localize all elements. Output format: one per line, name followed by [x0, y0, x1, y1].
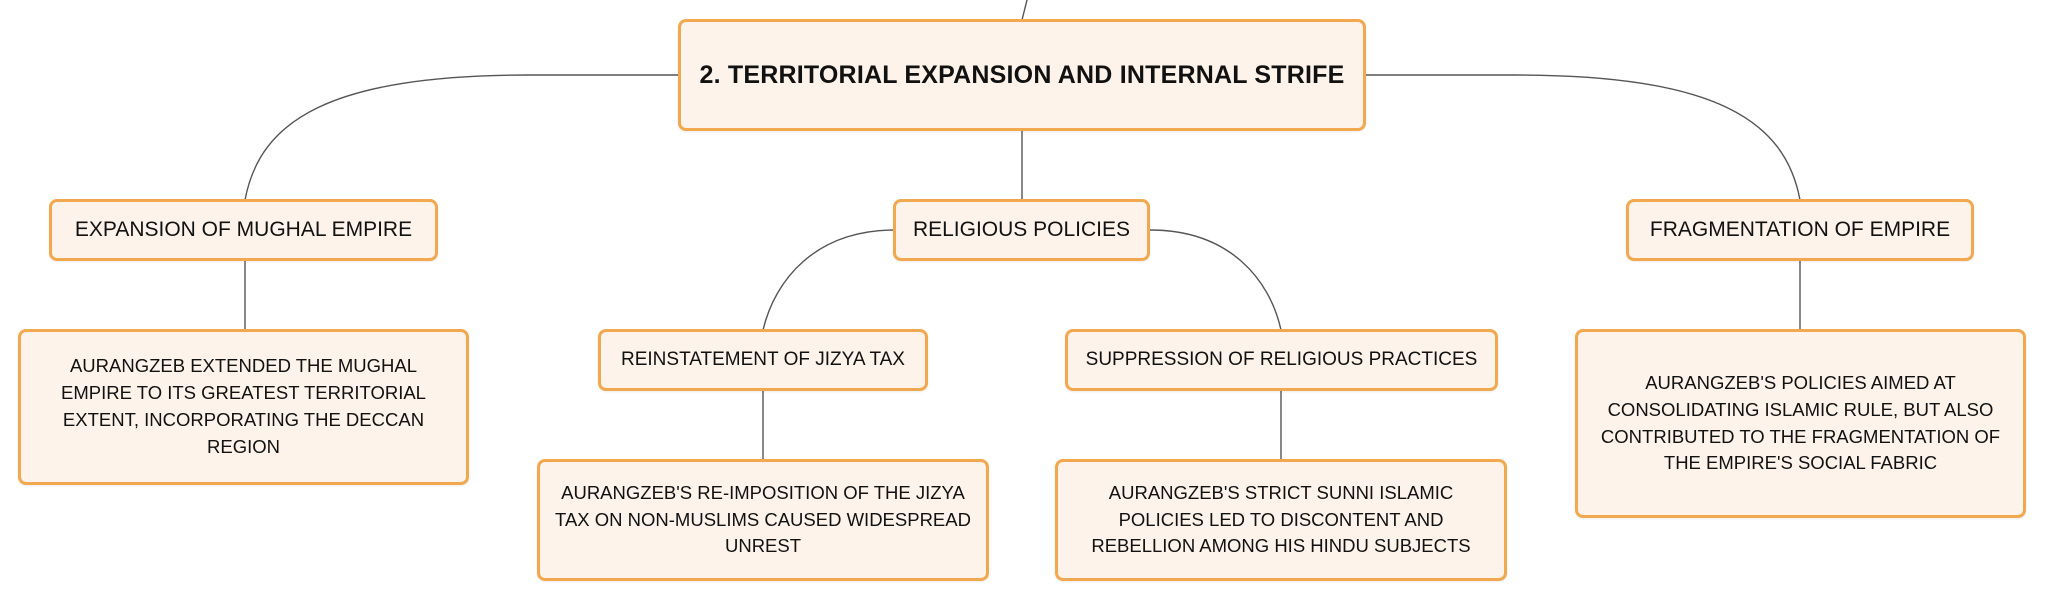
node-expansion-label: EXPANSION OF MUGHAL EMPIRE [74, 218, 413, 241]
node-suppression-detail-text: AURANGZEB'S STRICT SUNNI ISLAMIC POLICIE… [1091, 481, 1471, 557]
node-jizya-detail[interactable]: AURANGZEB'S RE-IMPOSITION OF THE JIZYA T… [537, 459, 989, 581]
node-fragmentation-detail-text: AURANGZEB'S POLICIES AIMED AT CONSOLIDAT… [1600, 371, 2001, 474]
connector-root-to-fragmentation [1365, 74, 1801, 201]
node-fragmentation-detail[interactable]: AURANGZEB'S POLICIES AIMED AT CONSOLIDAT… [1575, 329, 2026, 518]
root-node-label: 2. TERRITORIAL EXPANSION AND INTERNAL ST… [699, 60, 1345, 89]
connector-religious-to-suppression [1149, 229, 1282, 331]
node-reinstatement-of-jizya-tax[interactable]: REINSTATEMENT OF JIZYA TAX [598, 329, 928, 391]
node-suppression-label: SUPPRESSION OF RELIGIOUS PRACTICES [1085, 349, 1478, 370]
node-expansion-detail[interactable]: AURANGZEB EXTENDED THE MUGHAL EMPIRE TO … [18, 329, 469, 485]
node-religious-policies[interactable]: RELIGIOUS POLICIES [893, 199, 1150, 261]
root-node[interactable]: 2. TERRITORIAL EXPANSION AND INTERNAL ST… [678, 19, 1366, 131]
node-suppression-detail[interactable]: AURANGZEB'S STRICT SUNNI ISLAMIC POLICIE… [1055, 459, 1507, 581]
node-fragmentation-of-empire[interactable]: FRAGMENTATION OF EMPIRE [1626, 199, 1974, 261]
node-jizya-detail-text: AURANGZEB'S RE-IMPOSITION OF THE JIZYA T… [555, 481, 971, 557]
node-fragmentation-label: FRAGMENTATION OF EMPIRE [1649, 218, 1951, 241]
node-religious-label: RELIGIOUS POLICIES [912, 218, 1131, 241]
connector-root-to-expansion [244, 74, 680, 201]
connector-religious-to-jizya [762, 229, 896, 331]
node-jizya-label: REINSTATEMENT OF JIZYA TAX [621, 349, 905, 370]
node-suppression-of-religious-practices[interactable]: SUPPRESSION OF RELIGIOUS PRACTICES [1065, 329, 1498, 391]
connector-parent-to-root [1021, 0, 1028, 21]
node-expansion-detail-text: AURANGZEB EXTENDED THE MUGHAL EMPIRE TO … [61, 355, 426, 457]
node-expansion-of-mughal-empire[interactable]: EXPANSION OF MUGHAL EMPIRE [49, 199, 438, 261]
